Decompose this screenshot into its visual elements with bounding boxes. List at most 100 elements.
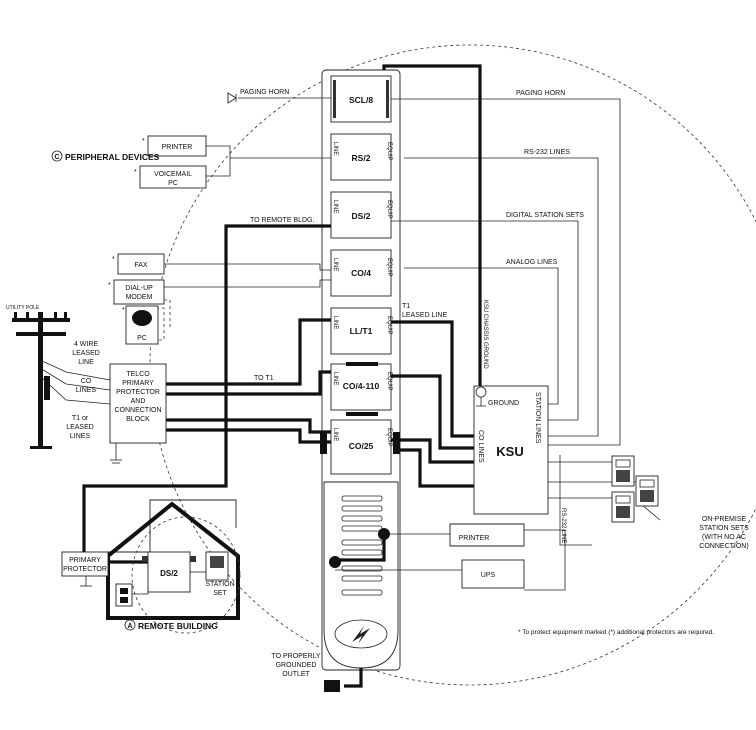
- thin-wires: [39, 97, 661, 591]
- svg-text:LEASED: LEASED: [72, 350, 100, 357]
- paging-horn-label-right: PAGING HORN: [516, 90, 565, 97]
- ground-junction-2: [329, 556, 341, 568]
- paging-horn-icon: [227, 92, 237, 104]
- rs232-line-label: RS-232 LINE: [560, 508, 566, 543]
- svg-text:ON-PREMISE: ON-PREMISE: [702, 516, 747, 523]
- dialup-modem-box[interactable]: * DIAL-UP MODEM: [108, 279, 165, 305]
- ups-label: UPS: [481, 572, 496, 579]
- port-equip-ds2: EQUIP: [386, 200, 392, 219]
- remote-building: PRIMARY PROTECTOR DS/2 STATION SET: [61, 499, 241, 634]
- module-slot-7[interactable]: CO/25: [330, 419, 392, 475]
- port-line-llt1: LINE: [332, 316, 338, 329]
- ground-junction-1: [378, 528, 390, 540]
- remote-building-title: A REMOTE BUILDING: [124, 619, 218, 631]
- to-remote-label: TO REMOTE BLDG.: [250, 217, 314, 224]
- pc-icon: [132, 310, 152, 326]
- svg-text:LINES: LINES: [70, 433, 91, 440]
- port-equip-co4-110: EQUIP: [386, 372, 392, 391]
- on-premise-label: ON-PREMISE STATION SETS (WITH NO AC CONN…: [699, 516, 749, 550]
- analog-lines-label: ANALOG LINES: [506, 259, 558, 266]
- utility-pole-label: UTILITY POLE: [6, 305, 40, 311]
- peripheral-title: PERIPHERAL DEVICES: [65, 152, 160, 162]
- ups-box[interactable]: UPS: [461, 559, 525, 589]
- svg-text:PROTECTOR: PROTECTOR: [116, 389, 160, 396]
- svg-text:PRIMARY: PRIMARY: [69, 557, 101, 564]
- svg-text:PROTECTOR: PROTECTOR: [63, 566, 107, 573]
- ksu-station-lines-label: STATION LINES: [534, 392, 541, 444]
- ksu-co-lines-label: CO LINES: [477, 430, 484, 463]
- co25-left-connector: [320, 432, 327, 454]
- svg-text:*: *: [134, 169, 137, 176]
- phone-icon-3: [611, 491, 635, 523]
- svg-text:PRIMARY: PRIMARY: [122, 380, 154, 387]
- voicemail-pc-box[interactable]: * VOICEMAIL PC: [134, 165, 207, 189]
- port-line-ds2: LINE: [332, 200, 338, 213]
- rs232-lines-label: RS-232 LINES: [524, 149, 570, 156]
- module-slot-1[interactable]: SCL/8: [330, 75, 392, 123]
- outlet-label-3: OUTLET: [282, 671, 310, 678]
- ksu-ground-label: GROUND: [488, 400, 519, 407]
- svg-text:CONNECTION: CONNECTION: [114, 407, 161, 414]
- module-label-llt1: LL/T1: [350, 326, 373, 336]
- svg-text:4 WIRE: 4 WIRE: [74, 341, 98, 348]
- pc-label: PC: [137, 335, 147, 342]
- paging-horn-label-left: PAGING HORN: [240, 89, 289, 96]
- lower-printer-box[interactable]: PRINTER: [449, 523, 525, 547]
- svg-text:(WITH NO AC: (WITH NO AC: [702, 534, 746, 541]
- svg-text:STATION: STATION: [205, 581, 234, 588]
- port-line-co25: LINE: [332, 428, 338, 441]
- outlet-label-2: GROUNDED: [276, 662, 317, 669]
- power-logo-icon: [334, 619, 388, 649]
- t1-label: T1: [402, 303, 410, 310]
- outlet-plug-icon: [324, 668, 363, 692]
- module-slot-4[interactable]: CO/4: [330, 249, 392, 297]
- port-line-co4-110: LINE: [332, 372, 338, 385]
- module-slot-3[interactable]: DS/2: [330, 191, 392, 239]
- wall-outlet-icon: [115, 583, 133, 607]
- module-label-co4-110: CO/4-110: [343, 381, 380, 391]
- module-label-co4: CO/4: [351, 268, 371, 278]
- pc-box[interactable]: * PC: [122, 305, 159, 345]
- ksu-unit[interactable]: GROUND KSU CO LINES STATION LINES: [473, 385, 549, 515]
- dialup-label: DIAL-UP: [125, 285, 153, 292]
- peripheral-mark: C: [54, 154, 59, 161]
- digital-station-sets-label: DIGITAL STATION SETS: [506, 212, 584, 219]
- port-line-rs2: LINE: [332, 142, 338, 155]
- port-labels: LINE EQUIP LINE EQUIP LINE EQUIP LINE EQ…: [332, 142, 392, 447]
- modem-label: MODEM: [126, 294, 153, 301]
- fax-box[interactable]: * FAX: [112, 253, 165, 275]
- ksu-label: KSU: [496, 444, 523, 459]
- module-slot-2[interactable]: RS/2: [330, 133, 392, 181]
- ksu-chassis-ground-label: KSU CHASSIS GROUND: [482, 300, 488, 369]
- svg-text:SET: SET: [213, 590, 227, 597]
- port-equip-llt1: EQUIP: [386, 316, 392, 335]
- printer-box[interactable]: * PRINTER: [142, 135, 207, 157]
- power-supply-vents: [341, 495, 383, 596]
- module-label-scl8: SCL/8: [349, 95, 373, 105]
- module-slot-5[interactable]: LL/T1: [330, 307, 392, 355]
- module-label-ds2: DS/2: [352, 211, 371, 221]
- to-t1-label: TO T1: [254, 375, 274, 382]
- right-side-labels: PAGING HORN RS-232 LINES DIGITAL STATION…: [402, 90, 584, 543]
- primary-protector-box[interactable]: PRIMARY PROTECTOR: [61, 551, 109, 577]
- port-equip-co25: EQUIP: [386, 428, 392, 447]
- voicemail-label: VOICEMAIL: [154, 171, 192, 178]
- module-slot-6[interactable]: CO/4-110: [330, 363, 392, 411]
- port-equip-co4: EQUIP: [386, 258, 392, 277]
- svg-text:CONNECTION): CONNECTION): [699, 543, 748, 550]
- utility-pole: UTILITY POLE: [6, 305, 70, 449]
- remote-station-set[interactable]: STATION SET: [205, 551, 235, 597]
- svg-text:LINE: LINE: [78, 359, 94, 366]
- telco-protector-block[interactable]: TELCO PRIMARY PROTECTOR AND CONNECTION B…: [109, 363, 167, 444]
- svg-text:BLOCK: BLOCK: [126, 416, 150, 423]
- svg-text:*: *: [112, 256, 115, 263]
- remote-ds2-label: DS/2: [160, 569, 178, 578]
- svg-text:LINES: LINES: [76, 387, 97, 394]
- leased-line-label: LEASED LINE: [402, 312, 447, 319]
- remote-ds2-module[interactable]: DS/2: [142, 551, 196, 593]
- peripheral-devices-title: C PERIPHERAL DEVICES: [51, 150, 160, 162]
- svg-text:T1 or: T1 or: [72, 415, 89, 422]
- fax-label: FAX: [134, 262, 148, 269]
